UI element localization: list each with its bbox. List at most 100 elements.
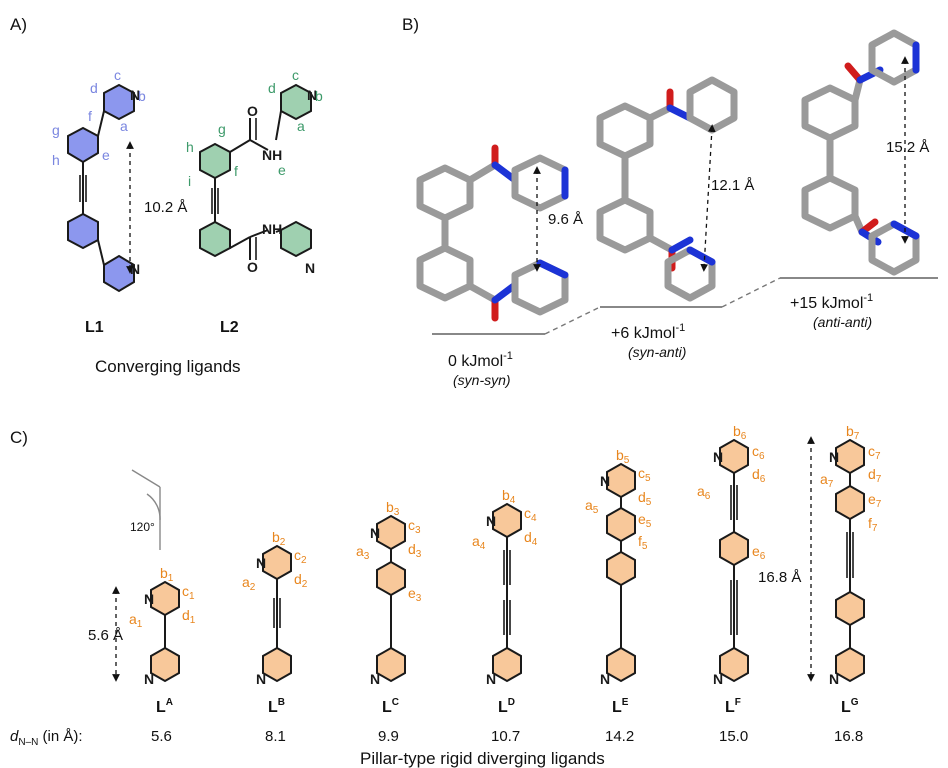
energy-syn-syn: 0 kJmol-1 (448, 350, 513, 370)
ligand-lf-structure (719, 438, 749, 683)
svg-text:a2: a2 (242, 574, 256, 593)
lg-distance-label: 16.8 Å (758, 569, 801, 586)
svg-text:15.0: 15.0 (719, 728, 748, 745)
svg-text:5.6: 5.6 (151, 728, 172, 745)
ligand-lg-structure (835, 438, 865, 683)
svg-text:10.7: 10.7 (491, 728, 520, 745)
svg-text:a4: a4 (472, 533, 486, 552)
l2-benzene-top (199, 142, 231, 180)
svg-text:N: N (829, 671, 839, 687)
svg-text:b5: b5 (616, 447, 630, 466)
svg-text:g: g (218, 121, 226, 137)
svg-text:b6: b6 (733, 423, 747, 442)
conformer-syn-syn-model (416, 144, 569, 322)
anti-anti-distance: 15.2 Å (886, 139, 929, 156)
panel-a: N N a b c d e f g h 10.2 Å L1 (52, 67, 323, 376)
svg-text:c2: c2 (294, 547, 307, 566)
svg-text:c7: c7 (868, 443, 881, 462)
svg-text:c6: c6 (752, 443, 765, 462)
l1-name: L1 (85, 319, 104, 336)
svg-text:c: c (114, 67, 121, 83)
svg-text:a: a (120, 118, 128, 134)
svg-text:a: a (297, 118, 305, 134)
svg-text:e5: e5 (638, 511, 652, 530)
svg-text:b3: b3 (386, 499, 400, 518)
svg-text:b2: b2 (272, 529, 286, 548)
ligand-le-structure (606, 462, 636, 683)
energy-anti-anti: +15 kJmol-1 (790, 292, 873, 312)
dnn-values: 5.6 8.1 9.9 10.7 14.2 15.0 16.8 (151, 728, 863, 745)
panel-label-c: C) (10, 428, 28, 447)
svg-text:16.8: 16.8 (834, 728, 863, 745)
l1-atom-letters: a b c d e f g h (52, 67, 146, 168)
svg-text:N: N (486, 671, 496, 687)
l1-benzene-bottom (67, 212, 99, 250)
l2-benzene-bottom (199, 220, 231, 258)
l2-pyridine-bottom (280, 220, 312, 258)
svg-text:LB: LB (268, 697, 285, 716)
svg-text:e7: e7 (868, 491, 882, 510)
la-distance-label: 5.6 Å (88, 627, 123, 644)
conformer-anti-anti-model (801, 29, 920, 276)
ligand-l2-structure (199, 83, 312, 260)
svg-text:b7: b7 (846, 423, 860, 442)
l1-atom-n-bottom: N (130, 261, 140, 277)
svg-text:N: N (600, 671, 610, 687)
l2-atom-o-bottom: O (247, 259, 258, 275)
svg-text:d4: d4 (524, 529, 538, 548)
l2-atom-n-top: N (307, 87, 317, 103)
svg-text:N: N (713, 671, 723, 687)
panel-c: 120° (10, 423, 882, 768)
l1-distance-label: 10.2 Å (144, 199, 187, 216)
svg-text:14.2: 14.2 (605, 728, 634, 745)
svg-text:N: N (713, 449, 723, 465)
svg-text:d: d (90, 80, 98, 96)
panel-c-caption: Pillar-type rigid diverging ligands (360, 749, 605, 768)
panel-label-a: A) (10, 15, 27, 34)
dnn-row-label: dN–N (in Å): (10, 728, 83, 748)
svg-text:e: e (278, 162, 286, 178)
ligand-lc-structure (376, 514, 406, 683)
svg-text:h: h (52, 152, 60, 168)
svg-text:e: e (102, 147, 110, 163)
panel-label-b: B) (402, 15, 419, 34)
svg-text:N: N (370, 671, 380, 687)
syn-anti-distance: 12.1 Å (711, 177, 754, 194)
svg-text:LD: LD (498, 697, 515, 716)
svg-text:d: d (268, 80, 276, 96)
svg-text:N: N (256, 555, 266, 571)
ligand-lb-structure (262, 544, 292, 683)
svg-text:LG: LG (841, 697, 859, 716)
svg-text:N: N (256, 671, 266, 687)
svg-text:i: i (188, 173, 191, 189)
svg-text:N: N (486, 513, 496, 529)
svg-text:g: g (52, 122, 60, 138)
syn-syn-distance: 9.6 Å (548, 211, 583, 228)
ligand-l1-structure (67, 83, 135, 293)
svg-text:b4: b4 (502, 487, 516, 506)
label-anti-anti: (anti-anti) (813, 314, 872, 330)
l2-name: L2 (220, 319, 239, 336)
svg-text:9.9: 9.9 (378, 728, 399, 745)
svg-text:a6: a6 (697, 483, 711, 502)
l2-atom-nh-bottom: NH (262, 221, 282, 237)
svg-text:d1: d1 (182, 607, 196, 626)
l1-atom-n-top: N (130, 87, 140, 103)
l2-atom-nh-top: NH (262, 147, 282, 163)
svg-text:a5: a5 (585, 497, 599, 516)
svg-text:f5: f5 (638, 533, 648, 552)
connector-1 (544, 306, 601, 335)
svg-text:LC: LC (382, 697, 399, 716)
panel-b: 9.6 Å 12.1 Å (416, 29, 938, 388)
svg-text:e3: e3 (408, 585, 422, 604)
svg-text:f7: f7 (868, 515, 878, 534)
label-syn-anti: (syn-anti) (628, 344, 686, 360)
svg-text:LE: LE (612, 697, 629, 716)
svg-text:e6: e6 (752, 543, 766, 562)
svg-text:d6: d6 (752, 466, 766, 485)
svg-text:b: b (315, 88, 323, 104)
svg-text:d3: d3 (408, 541, 422, 560)
svg-text:b1: b1 (160, 565, 174, 584)
svg-text:N: N (144, 671, 154, 687)
l2-atom-n-bottom: N (305, 260, 315, 276)
